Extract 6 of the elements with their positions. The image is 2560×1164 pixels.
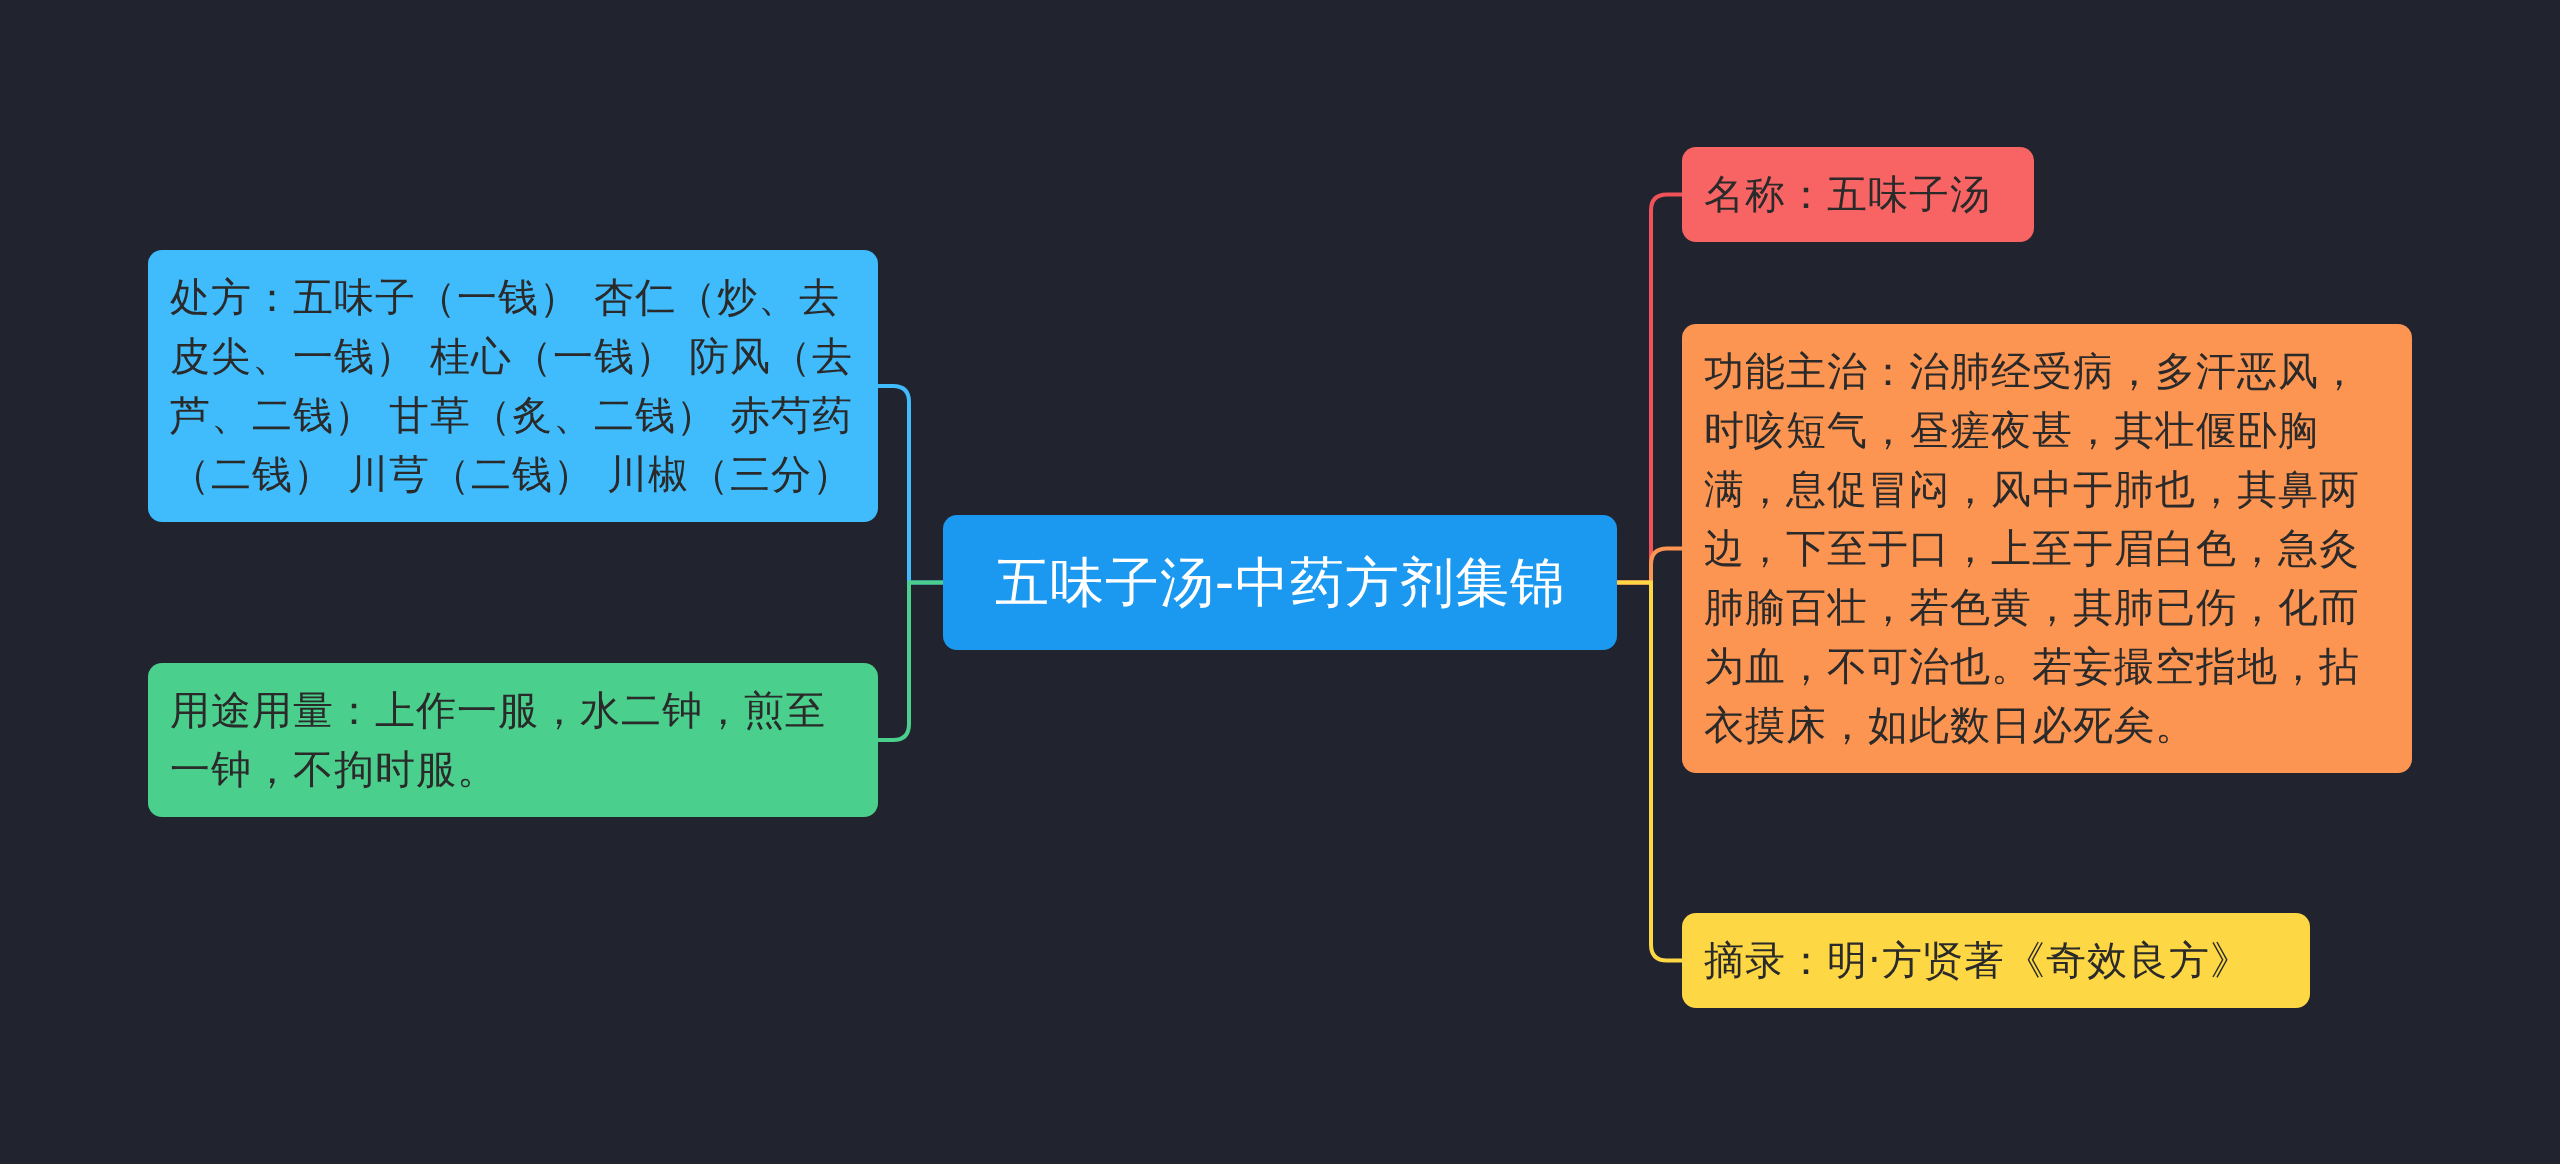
- topic-box: 五味子汤-中药方剂集锦: [943, 515, 1617, 650]
- topic-box: 用途用量：上作一服，水二钟，煎至一钟，不拘时服。: [148, 663, 878, 817]
- topic-box: 处方：五味子（一钱） 杏仁（炒、去皮尖、一钱） 桂心（一钱） 防风（去芦、二钱） 甘草（炙、二钱） 赤芍药（二钱） 川芎（二钱） 川椒（三分）: [148, 250, 878, 522]
- topic-box: 功能主治：治肺经受病，多汗恶风，时咳短气，昼瘥夜甚，其壮偃卧胸满，息促冒闷，风中于肺也，其鼻两边，下至于口，上至于眉白色，急灸肺腧百壮，若色黄，其肺已伤，化而为血，不可治也。若妄撮空指地，拈衣摸床，如此数日必死矣。: [1682, 324, 2412, 773]
- topic-box: 名称：五味子汤: [1682, 147, 2034, 242]
- topic-box: 摘录：明·方贤著《奇效良方》: [1682, 913, 2310, 1008]
